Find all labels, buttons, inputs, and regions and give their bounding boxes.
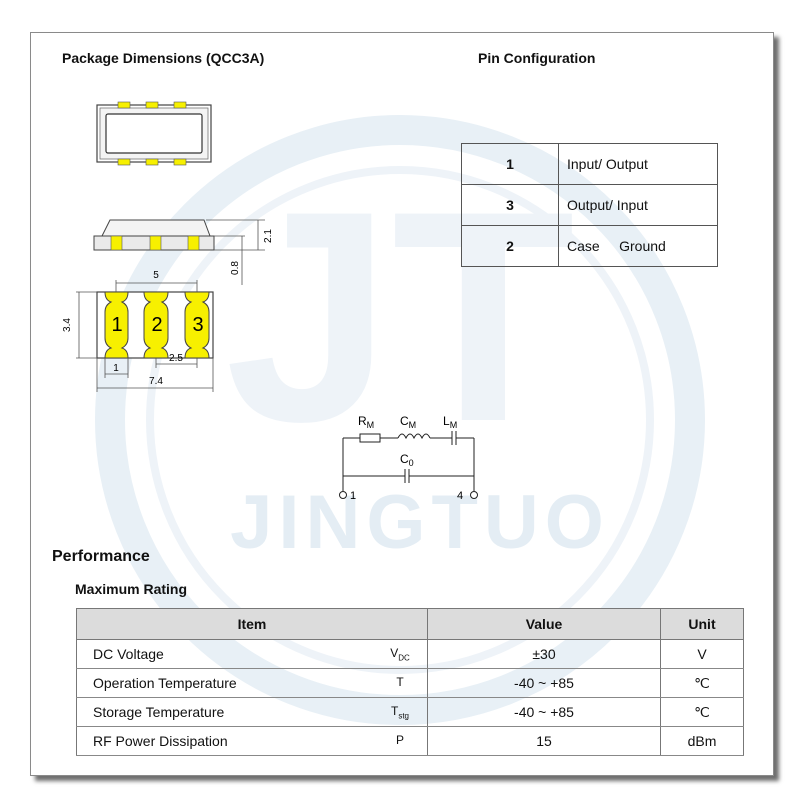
label-c0: C0 — [400, 452, 414, 468]
pad-label-1: 1 — [111, 314, 122, 336]
maximum-rating-title: Maximum Rating — [75, 581, 188, 597]
package-bottom-view — [76, 280, 214, 392]
dim-width: 3.4 — [62, 318, 73, 332]
pin-number: 2 — [461, 225, 559, 267]
rating-unit: ℃ — [660, 668, 744, 698]
pin-function: Input/ Output — [558, 143, 718, 185]
rating-unit: ℃ — [660, 697, 744, 727]
pin-number: 3 — [461, 184, 559, 226]
rating-value: ±30 — [427, 639, 661, 669]
dim-height-total: 2.1 — [263, 229, 274, 243]
table-row: DC Voltage VDC ±30 V — [76, 639, 744, 669]
package-top-view — [96, 101, 212, 166]
equivalent-circuit — [339, 431, 478, 499]
header-unit: Unit — [660, 608, 744, 640]
header-value: Value — [427, 608, 661, 640]
rating-symbol: P — [373, 726, 428, 756]
pin-configuration-title: Pin Configuration — [478, 50, 596, 66]
node-4-label: 4 — [457, 490, 463, 502]
rating-symbol: VDC — [373, 639, 428, 669]
rating-unit: dBm — [660, 726, 744, 756]
package-dimensions-title: Package Dimensions (QCC3A) — [62, 50, 265, 66]
pad-label-2: 2 — [151, 314, 162, 336]
table-row: Operation Temperature T -40 ~ +85 ℃ — [76, 668, 744, 698]
pin-number: 1 — [461, 143, 559, 185]
rating-item: RF Power Dissipation — [76, 726, 373, 756]
pad-label-3: 3 — [192, 314, 203, 336]
rating-value: -40 ~ +85 — [427, 697, 661, 727]
package-side-view — [93, 219, 265, 285]
rating-item: Operation Temperature — [76, 668, 373, 698]
table-row: Storage Temperature Tstg -40 ~ +85 ℃ — [76, 697, 744, 727]
dim-height-base: 0.8 — [230, 261, 241, 275]
table-row: 2 Case Ground — [461, 225, 718, 267]
label-rm: RM — [358, 414, 374, 430]
rating-item: DC Voltage — [76, 639, 373, 669]
table-row: 1 Input/ Output — [461, 143, 718, 185]
dim-length: 7.4 — [149, 376, 163, 387]
table-row: 3 Output/ Input — [461, 184, 718, 226]
rating-value: -40 ~ +85 — [427, 668, 661, 698]
rating-value: 15 — [427, 726, 661, 756]
dim-pitch: 2.5 — [169, 353, 183, 364]
dim-pad-span: 5 — [153, 270, 159, 281]
rating-symbol: T — [373, 668, 428, 698]
performance-title: Performance — [52, 548, 150, 565]
dim-pad-width: 1 — [113, 363, 119, 374]
table-row: RF Power Dissipation P 15 dBm — [76, 726, 744, 756]
rating-item: Storage Temperature — [76, 697, 373, 727]
pin-configuration-table: 1 Input/ Output 3 Output/ Input 2 Case G… — [461, 143, 718, 267]
header-item: Item — [76, 608, 428, 640]
pin-function: Case Ground — [558, 225, 718, 267]
node-1-label: 1 — [350, 490, 356, 502]
label-cm: CM — [400, 414, 416, 430]
maximum-rating-table: Item Value Unit DC Voltage VDC ±30 V Ope… — [76, 608, 744, 756]
rating-unit: V — [660, 639, 744, 669]
rating-symbol: Tstg — [373, 697, 428, 727]
pin-function: Output/ Input — [558, 184, 718, 226]
label-lm: LM — [443, 414, 457, 430]
table-header-row: Item Value Unit — [76, 608, 744, 640]
